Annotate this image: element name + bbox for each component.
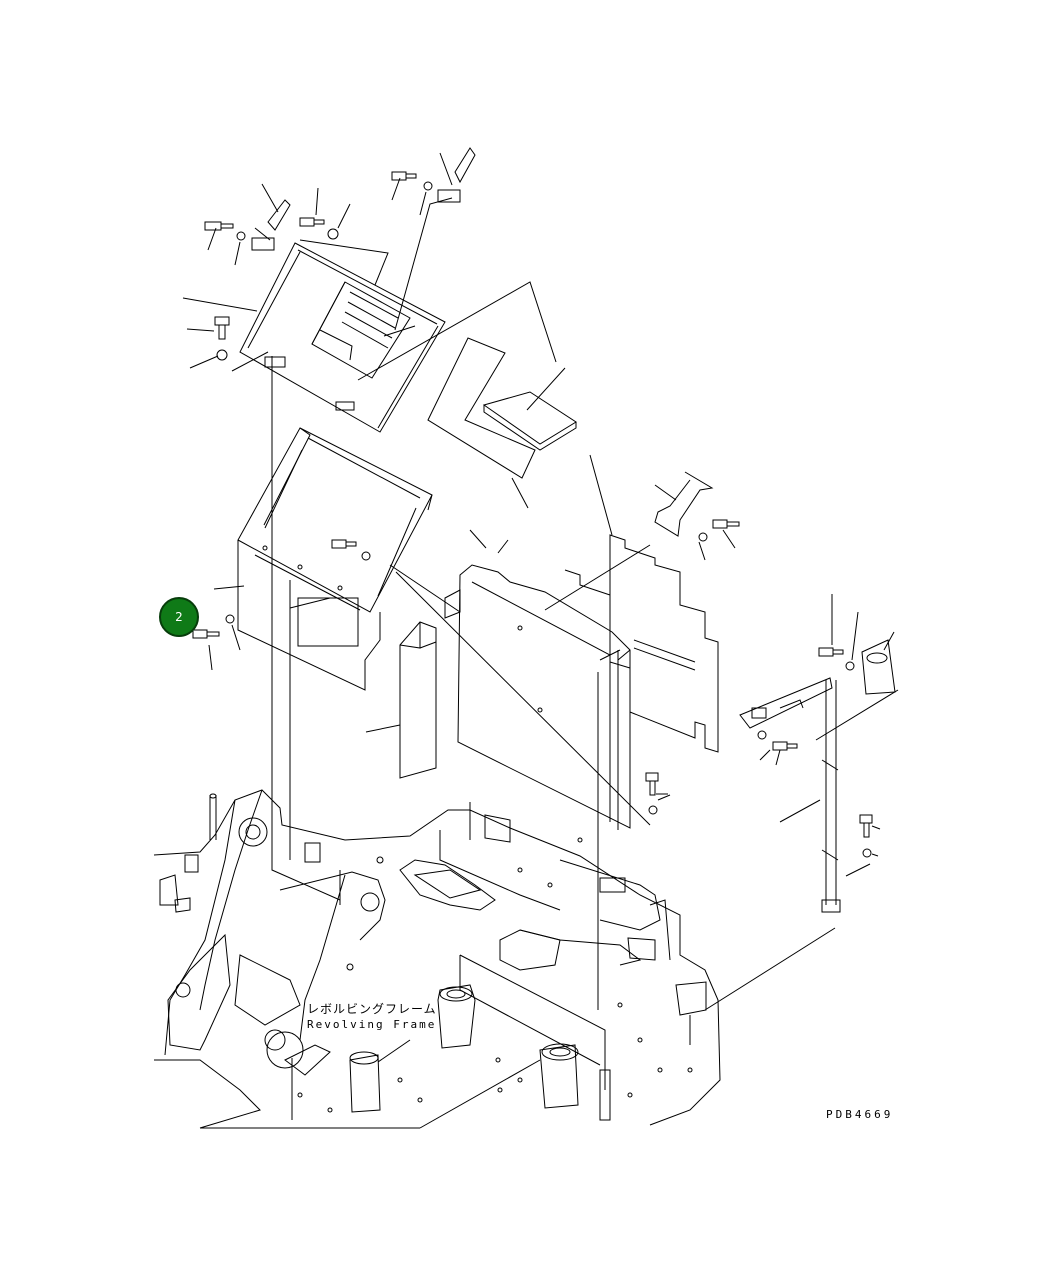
frame-label-japanese: レボルビングフレーム	[307, 1002, 437, 1016]
insulation-pad-angled	[427, 337, 577, 509]
leader-lines-long	[271, 356, 836, 1011]
hinge-left	[251, 199, 291, 251]
frame-label-english: Revolving Frame	[307, 1018, 437, 1031]
revolving-frame	[153, 789, 721, 1129]
drawing-code: PDB4669	[826, 1108, 894, 1121]
top-cover-plate	[239, 242, 446, 433]
leader-lines-top	[182, 152, 557, 381]
part-callout-button[interactable]: 2	[159, 597, 199, 637]
hinge-right	[437, 147, 476, 203]
support-rod	[656, 594, 899, 913]
mounting-box-frame	[208, 427, 461, 691]
bracket	[654, 471, 736, 561]
stepped-insulation	[564, 454, 719, 753]
side-panel	[444, 529, 631, 830]
foam-block	[365, 621, 437, 779]
bolt-icons	[192, 171, 873, 858]
